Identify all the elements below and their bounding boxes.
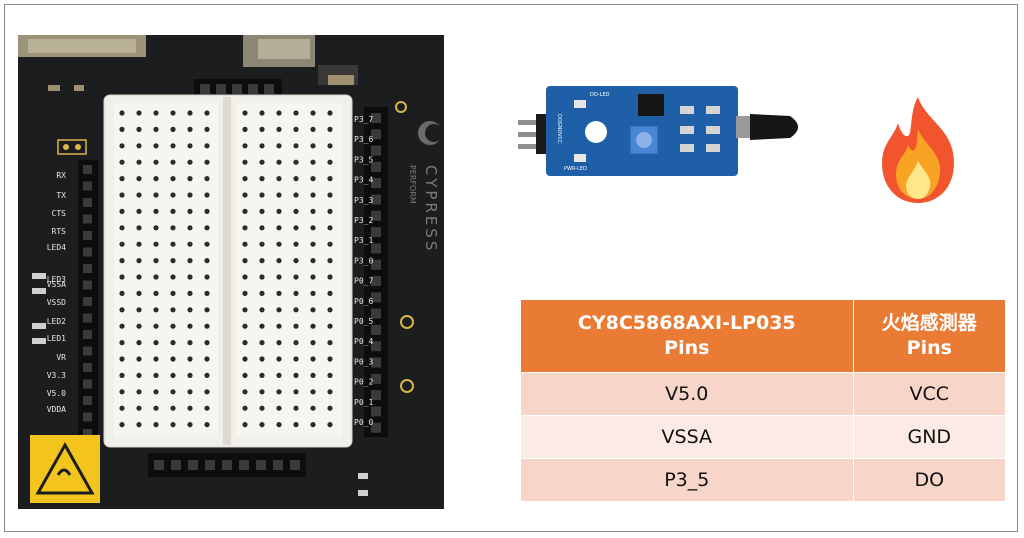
header-board-name: CY8C5868AXI-LP035: [577, 312, 796, 334]
right-pin-label: P0_6: [354, 297, 373, 306]
right-pin-label: P3_4: [354, 176, 373, 185]
right-pin-label: P3_5: [354, 155, 373, 164]
sensor-pin-cell: GND: [853, 415, 1005, 459]
left-pin-label: LED4: [47, 243, 66, 252]
header-board-pins: CY8C5868AXI-LP035 Pins: [521, 300, 854, 373]
left-pin-label: V5.0: [47, 389, 66, 398]
left-pin-label: RX: [56, 171, 66, 180]
table-row: V5.0 VCC: [521, 372, 1005, 416]
right-pin-label: P3_3: [354, 196, 373, 205]
fire-emoji-icon: [868, 93, 968, 205]
header-sensor-name: 火焰感測器: [881, 312, 977, 334]
left-pin-label: CTS: [52, 209, 67, 218]
left-pin-label: VSSD: [47, 298, 66, 307]
header-sensor-pins: 火焰感測器 Pins: [853, 300, 1005, 373]
cypress-brand-text: CYPRESS: [422, 165, 440, 253]
right-pin-label: P0_4: [354, 337, 373, 346]
sensor-pin-cell: DO: [853, 458, 1005, 501]
right-pin-label: P0_0: [354, 418, 373, 427]
right-pin-label: P0_1: [354, 398, 373, 407]
table-header-row: CY8C5868AXI-LP035 Pins 火焰感測器 Pins: [521, 300, 1005, 373]
board-pin-cell: VSSA: [521, 415, 854, 459]
do-led-label: DO-LED: [590, 92, 610, 98]
right-pin-label: P0_3: [354, 357, 373, 366]
right-pin-label: P0_7: [354, 277, 373, 286]
right-pin-label: P0_5: [354, 317, 373, 326]
right-pin-label: P3_1: [354, 236, 373, 245]
cypress-brand-sub: PERFORM: [408, 165, 417, 204]
right-pin-label: P0_2: [354, 378, 373, 387]
left-pin-label: LED1: [47, 334, 66, 343]
header-sensor-pins-label: Pins: [906, 337, 952, 359]
table-row: VSSA GND: [521, 415, 1005, 459]
left-pin-label: VDDA: [47, 405, 66, 414]
right-pin-label: P3_7: [354, 115, 373, 124]
left-pin-label: V3.3: [47, 371, 66, 380]
right-pin-label: P3_6: [354, 135, 373, 144]
board-pin-cell: P3_5: [521, 458, 854, 501]
pin-mapping-table: CY8C5868AXI-LP035 Pins 火焰感測器 Pins V5.0 V…: [521, 300, 1005, 501]
sensor-pin-cell: VCC: [853, 372, 1005, 416]
left-pin-label: LED2: [47, 317, 66, 326]
left-pin-label: VR: [56, 353, 66, 362]
slide-frame: [4, 4, 1018, 532]
right-pin-label: P3_0: [354, 256, 373, 265]
left-pin-label: LED3: [47, 275, 66, 284]
flame-sensor-module: DO-LED PWR-LED DOGNDVCC: [510, 82, 810, 182]
pin-label: DOGNDVCC: [556, 114, 562, 144]
pwr-led-label: PWR-LED: [564, 166, 587, 172]
header-board-pins-label: Pins: [664, 337, 710, 359]
right-pin-label: P3_2: [354, 216, 373, 225]
left-pin-label: VSSA: [47, 280, 66, 289]
table-row: P3_5 DO: [521, 458, 1005, 501]
left-pin-label: RTS: [52, 227, 67, 236]
board-pin-cell: V5.0: [521, 372, 854, 416]
left-pin-label: TX: [56, 191, 66, 200]
